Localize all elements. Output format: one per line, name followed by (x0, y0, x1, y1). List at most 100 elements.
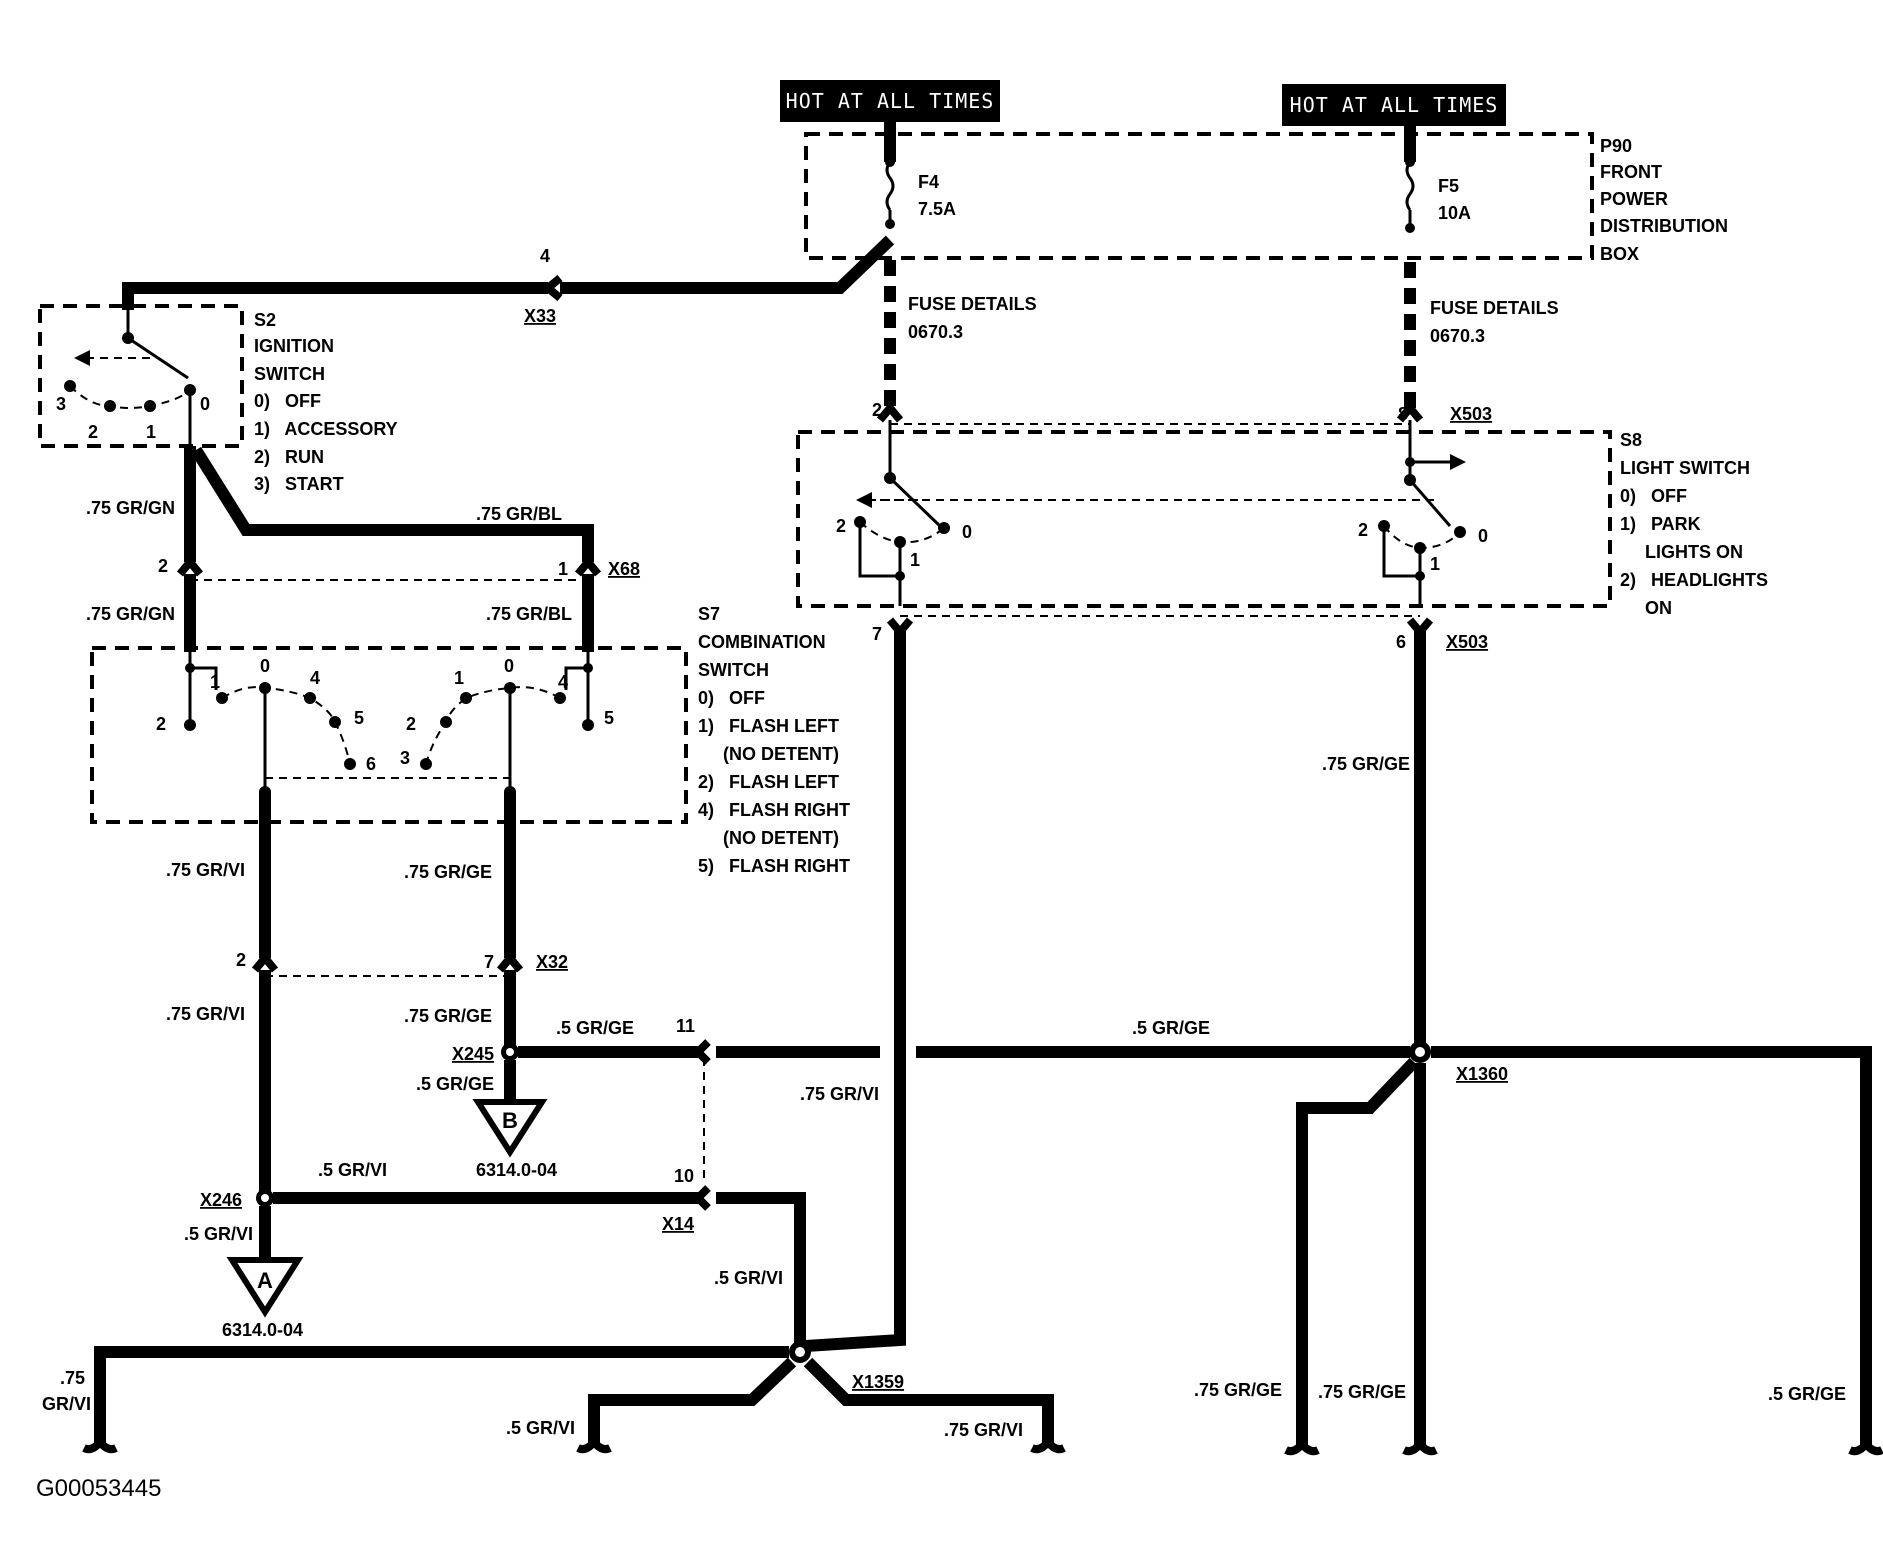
s7-pos-1: 1) FLASH LEFT (698, 716, 839, 736)
x14-id: X14 (662, 1214, 694, 1234)
wire-x1360-right-out (1431, 1046, 1872, 1448)
wire-label-gr-bl-1: .75 GR/BL (476, 504, 562, 524)
ignition-contact-3: 3 (56, 394, 66, 414)
wire-label-s-gr-vi-c: .5 GR/VI (714, 1268, 783, 1288)
f4-fuse-details-label: FUSE DETAILS (908, 294, 1037, 314)
power-box-id: P90 (1600, 136, 1632, 156)
x32-pin-2: 2 (236, 950, 246, 970)
x32-pin-7: 7 (484, 952, 494, 972)
ground-b-ref: 6314.0-04 (476, 1160, 557, 1180)
fuse-f4 (884, 122, 896, 229)
x14-pin-10: 10 (674, 1166, 694, 1186)
wire-x14-to-x1359 (716, 1192, 806, 1352)
wire-f4-to-x33 (560, 235, 895, 294)
wire-label-out-gr-vi-r: .75 GR/VI (944, 1420, 1023, 1440)
s8-left-contact-1: 1 (910, 550, 920, 570)
s8-pos-1: 1) PARK (1620, 514, 1701, 534)
s7-left-contact-5: 5 (354, 708, 364, 728)
x68-id: X68 (608, 559, 640, 579)
power-distribution-box-outline (804, 132, 1594, 260)
wire-label-gr-vi-center: .75 GR/VI (800, 1084, 879, 1104)
x503-top-pin-2: 2 (872, 400, 882, 420)
wire-x1360-left-out (1296, 1057, 1419, 1448)
wire-ignition-gr-bl (190, 446, 594, 562)
s7-left-contact-2: 2 (156, 714, 166, 734)
s7-pos-0: 0) OFF (698, 688, 765, 708)
wire-label-out-s-gr-ge: .5 GR/GE (1768, 1384, 1846, 1404)
f5-fuse-details-label: FUSE DETAILS (1430, 298, 1559, 318)
s8-pos-1b: LIGHTS ON (1620, 542, 1743, 562)
s7-right-contact-5: 5 (604, 708, 614, 728)
x33-id: X33 (524, 306, 556, 326)
fuse-f4-id: F4 (918, 172, 939, 192)
wire-x1359-left-out (94, 1346, 789, 1446)
x1360-id: X1360 (1456, 1064, 1508, 1084)
wire-label-gr-bl-2: .75 GR/BL (486, 604, 572, 624)
combination-switch-right-contacts (420, 652, 594, 800)
ground-a-ref: 6314.0-04 (222, 1320, 303, 1340)
wire-label-gr-ge-2: .75 GR/GE (404, 1006, 492, 1026)
s8-pos-2b: ON (1620, 598, 1672, 618)
x33-pin: 4 (540, 246, 550, 266)
ground-a-letter: A (257, 1268, 273, 1293)
combination-switch-left-contacts (184, 652, 356, 800)
power-box-line-2: POWER (1600, 189, 1668, 209)
wire-end-curls (82, 1439, 1883, 1456)
ground-b-letter: B (502, 1108, 518, 1133)
x33-connector-chevron (541, 274, 563, 302)
light-switch-right-contacts (1378, 420, 1466, 606)
ignition-contact-2: 2 (88, 422, 98, 442)
s8-right-contact-0: 0 (1478, 526, 1488, 546)
fuse-f5-rating: 10A (1438, 203, 1471, 223)
x503-top-pin-8: 8 (1398, 404, 1408, 424)
power-box-line-4: BOX (1600, 244, 1639, 264)
s8-pos-0: 0) OFF (1620, 486, 1687, 506)
ignition-pos-0: 0) OFF (254, 391, 321, 411)
s7-left-contact-0: 0 (260, 656, 270, 676)
hot-label-left-text: HOT AT ALL TIMES (786, 89, 995, 113)
s7-pos-5: 5) FLASH RIGHT (698, 856, 850, 876)
ignition-switch-outline (38, 304, 244, 448)
ignition-switch-id: S2 (254, 310, 276, 330)
s7-left-contact-6: 6 (366, 754, 376, 774)
power-box-line-3: DISTRIBUTION (1600, 216, 1728, 236)
s7-left-contact-1: 1 (210, 672, 220, 692)
combination-switch-id: S7 (698, 604, 720, 624)
x503-bottom-pin-7: 7 (872, 624, 882, 644)
x32-chevron-left (251, 951, 279, 973)
x246-id: X246 (200, 1190, 242, 1210)
light-switch-outline (796, 430, 1612, 608)
s8-pos-2: 2) HEADLIGHTS (1620, 570, 1768, 590)
x503-bottom-pin-6: 6 (1396, 632, 1406, 652)
x503-chevron-top-right (1396, 401, 1424, 423)
wire-label-out-gr-vi-left-2: GR/VI (42, 1394, 91, 1414)
wire-x1359-s-gr-vi-out (588, 1357, 797, 1446)
ignition-switch-name-1: IGNITION (254, 336, 334, 356)
ignition-switch-name-2: SWITCH (254, 364, 325, 384)
fuse-f4-rating: 7.5A (918, 199, 956, 219)
x503-chevron-top-left (876, 401, 904, 423)
wire-x1359-gr-vi-out (803, 1357, 1054, 1446)
x245-id: X245 (452, 1044, 494, 1064)
f5-fuse-details-ref: 0670.3 (1430, 326, 1485, 346)
wire-label-gr-ge-right: .75 GR/GE (1322, 754, 1410, 774)
x68-pin-1: 1 (558, 559, 568, 579)
light-switch-name: LIGHT SWITCH (1620, 458, 1750, 478)
wire-label-gr-gn-2: .75 GR/GN (86, 604, 175, 624)
ignition-contact-0: 0 (200, 394, 210, 414)
combination-switch-outline (90, 646, 688, 824)
x503-top-id: X503 (1450, 404, 1492, 424)
s8-right-contact-2: 2 (1358, 520, 1368, 540)
wire-label-s-gr-vi-b: .5 GR/VI (318, 1160, 387, 1180)
light-switch-left-contacts (854, 420, 950, 606)
ignition-pos-1: 1) ACCESSORY (254, 419, 398, 439)
combination-switch-name-2: SWITCH (698, 660, 769, 680)
power-box-line-1: FRONT (1600, 162, 1662, 182)
hot-label-right-text: HOT AT ALL TIMES (1290, 93, 1499, 117)
x1359-id: X1359 (852, 1372, 904, 1392)
x14-chevron-bottom (692, 1185, 711, 1211)
s8-left-contact-2: 2 (836, 516, 846, 536)
wire-label-gr-gn-1: .75 GR/GN (86, 498, 175, 518)
wire-label-gr-vi-2: .75 GR/VI (166, 1004, 245, 1024)
